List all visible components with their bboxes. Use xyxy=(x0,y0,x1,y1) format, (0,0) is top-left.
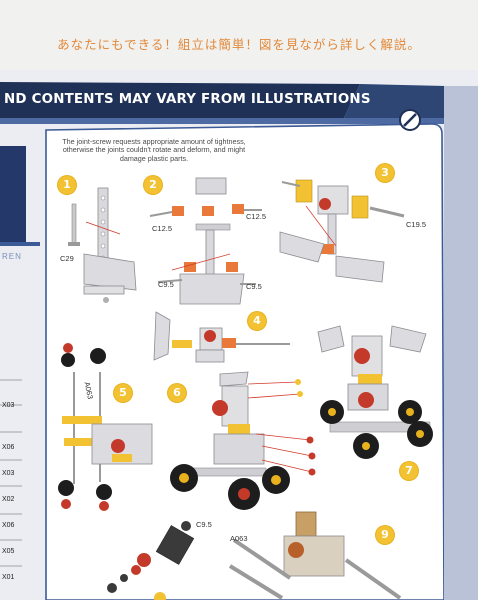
step8-drawing xyxy=(107,521,195,600)
caption-text: あなたにもできる！組立は簡単！図を見ながら詳しく解説。 xyxy=(57,37,421,52)
step4-drawing xyxy=(153,311,290,363)
side-code-4: X02 xyxy=(2,496,15,503)
side-code-3: X03 xyxy=(2,470,15,477)
step7-drawing xyxy=(317,325,433,459)
step-badge-5: 5 xyxy=(114,384,132,402)
side-code-1: X03 xyxy=(2,402,15,409)
brand-fragment: REN xyxy=(2,252,22,261)
instruction-sheet xyxy=(0,70,478,600)
part-label-c29: C29 xyxy=(60,254,74,263)
step-badge-2: 2 xyxy=(144,176,162,194)
step9-drawing xyxy=(228,511,402,600)
side-code-5: X06 xyxy=(2,522,15,529)
step-badge-4: 4 xyxy=(248,312,266,330)
instruction-panel xyxy=(45,123,445,600)
part-label-c19-5: C19.5 xyxy=(406,220,427,229)
banner-text: ND CONTENTS MAY VARY FROM ILLUSTRATIONS xyxy=(4,92,371,107)
part-label-c9-5-c: C9.5 xyxy=(196,520,212,529)
wheels-step6 xyxy=(170,464,290,510)
step-badge-1: 1 xyxy=(58,176,76,194)
screwdriver-icon xyxy=(399,109,421,131)
side-code-7: X01 xyxy=(2,574,15,581)
step-badge-3: 3 xyxy=(376,164,394,182)
banner-bar xyxy=(0,82,360,118)
part-label-c9-5-b: C9.5 xyxy=(246,282,262,291)
part-label-c9-5-a: C9.5 xyxy=(158,280,174,289)
part-label-a063-b: A063 xyxy=(230,534,248,543)
side-code-6: X05 xyxy=(2,548,15,555)
step6-drawing xyxy=(170,371,316,510)
step2-drawing xyxy=(149,177,262,305)
step-badge-6: 6 xyxy=(168,384,186,402)
part-label-c12-5-right: C12.5 xyxy=(246,212,267,221)
step3-drawing xyxy=(279,179,405,283)
part-label-c12-5-left: C12.5 xyxy=(152,224,173,233)
step-badge-7: 7 xyxy=(400,462,418,480)
step1-drawing xyxy=(68,187,137,303)
wheels-step7 xyxy=(320,400,433,459)
warning-text: The joint-screw requests appropriate amo… xyxy=(62,137,246,163)
side-code-2: X06 xyxy=(2,444,15,451)
step-badge-9: 9 xyxy=(376,526,394,544)
step5-drawing xyxy=(58,343,153,511)
